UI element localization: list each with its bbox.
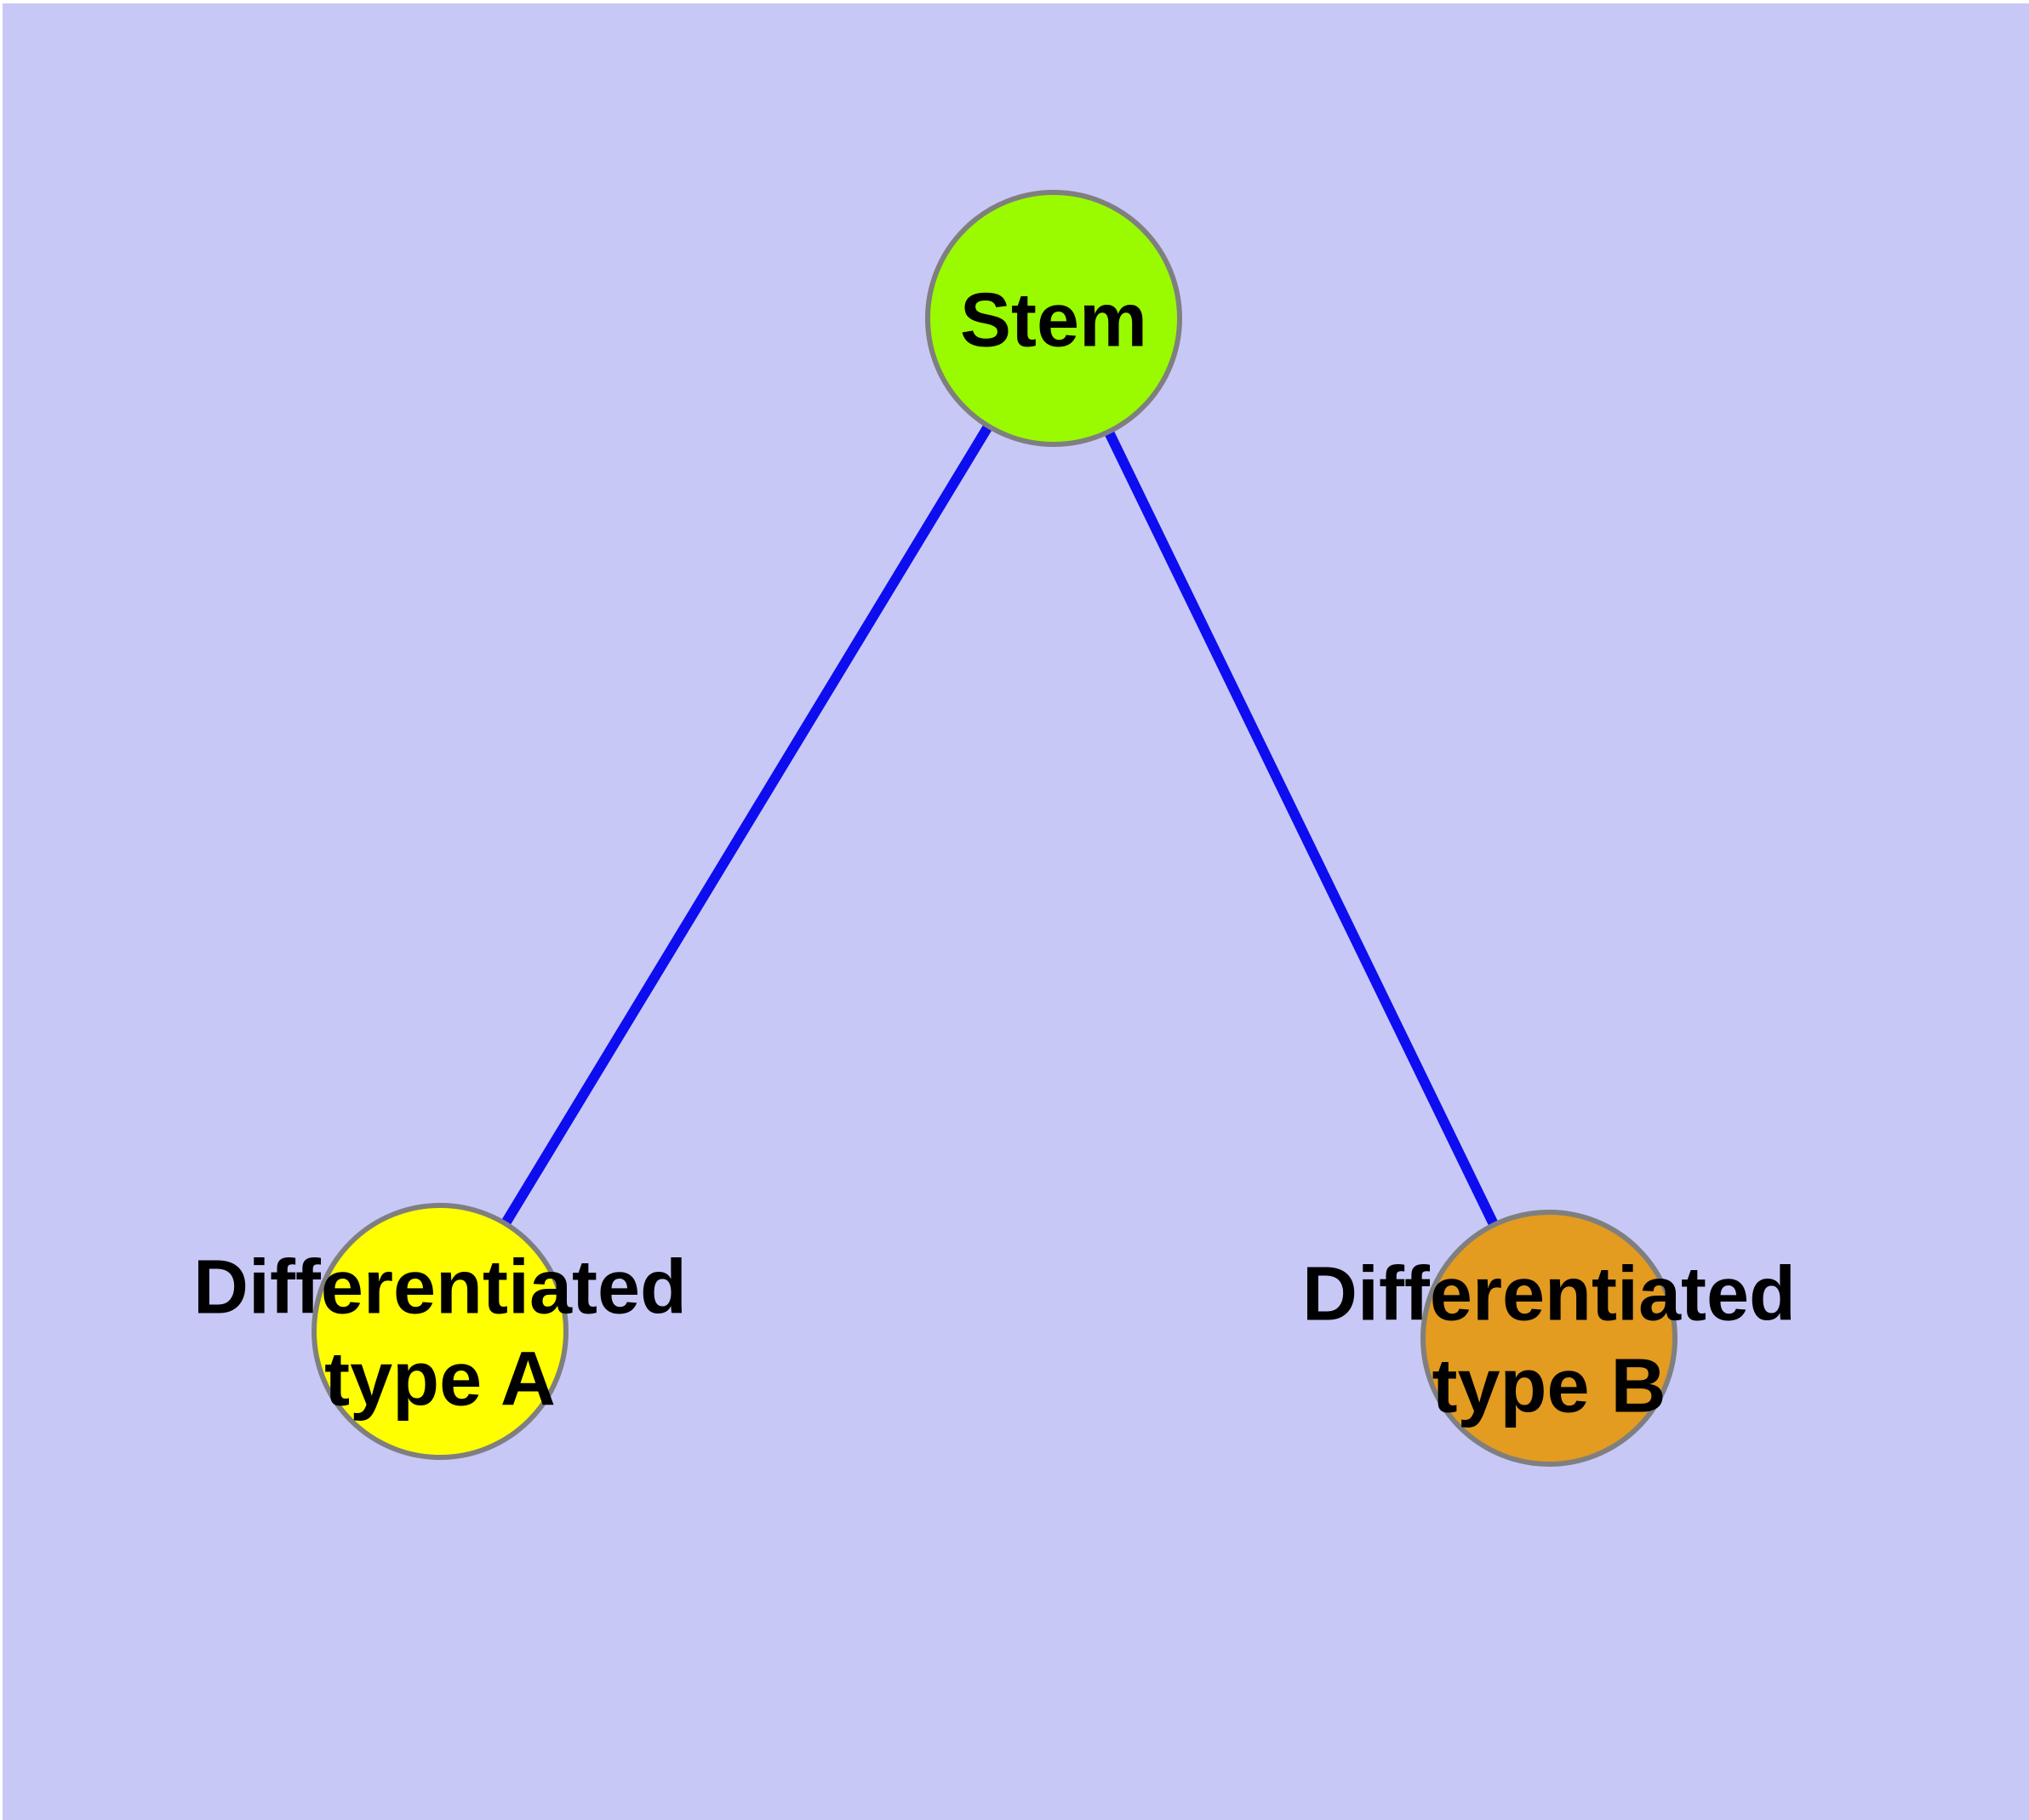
- nodes-layer: [311, 190, 1677, 1467]
- edge-stem-to-differentiated-type-a: [435, 315, 1059, 1335]
- edge-stem-to-differentiated-type-b: [1049, 316, 1554, 1341]
- node-differentiated-type-b: [1420, 1210, 1677, 1467]
- node-differentiated-type-a: [311, 1203, 569, 1460]
- node-stem: [925, 190, 1182, 447]
- edges-layer: [435, 315, 1554, 1341]
